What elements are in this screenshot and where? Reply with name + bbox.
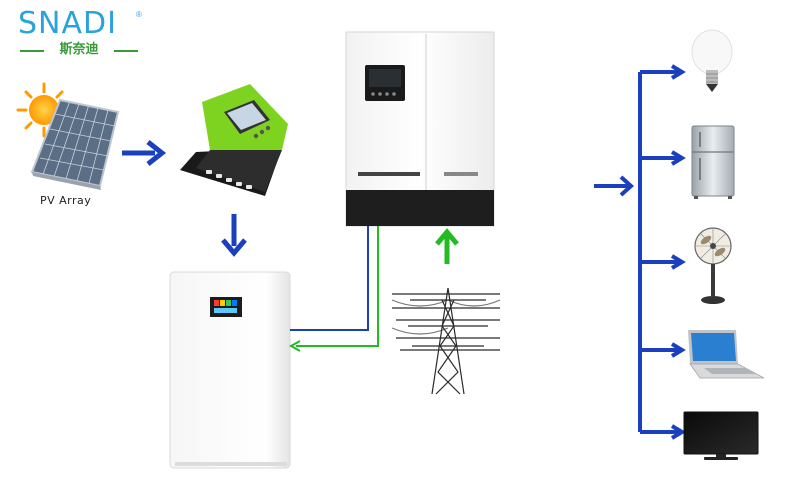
laptop-icon (688, 330, 765, 379)
inverter-battery-wiring (288, 226, 379, 352)
arrow-inverter-to-loads (594, 175, 634, 197)
logo-rule-right (114, 50, 138, 52)
arrow-pv-to-controller (122, 140, 167, 166)
solar-panel-icon (16, 82, 120, 190)
power-tower-icon (391, 287, 501, 395)
logo-rule-left (20, 50, 44, 52)
brand-subtitle: 斯奈迪 (14, 42, 144, 58)
brand-chinese-name: 斯奈迪 (59, 42, 99, 57)
inverter-icon (345, 31, 495, 227)
refrigerator-icon (691, 125, 735, 199)
load-distribution-bus (638, 64, 686, 440)
arrow-controller-to-battery (221, 214, 247, 257)
arrow-grid-to-inverter (435, 228, 459, 264)
standing-fan-icon (694, 227, 732, 304)
tv-icon (683, 411, 759, 460)
brand-name: SNADI (18, 6, 117, 41)
battery-pack-icon (169, 271, 291, 469)
registered-mark: ® (136, 10, 142, 19)
light-bulb-icon (691, 29, 733, 92)
brand-logo: SNADI ® 斯奈迪 (14, 6, 144, 60)
charge-controller-icon (180, 84, 288, 196)
pv-array-label: PV Array (40, 194, 92, 207)
